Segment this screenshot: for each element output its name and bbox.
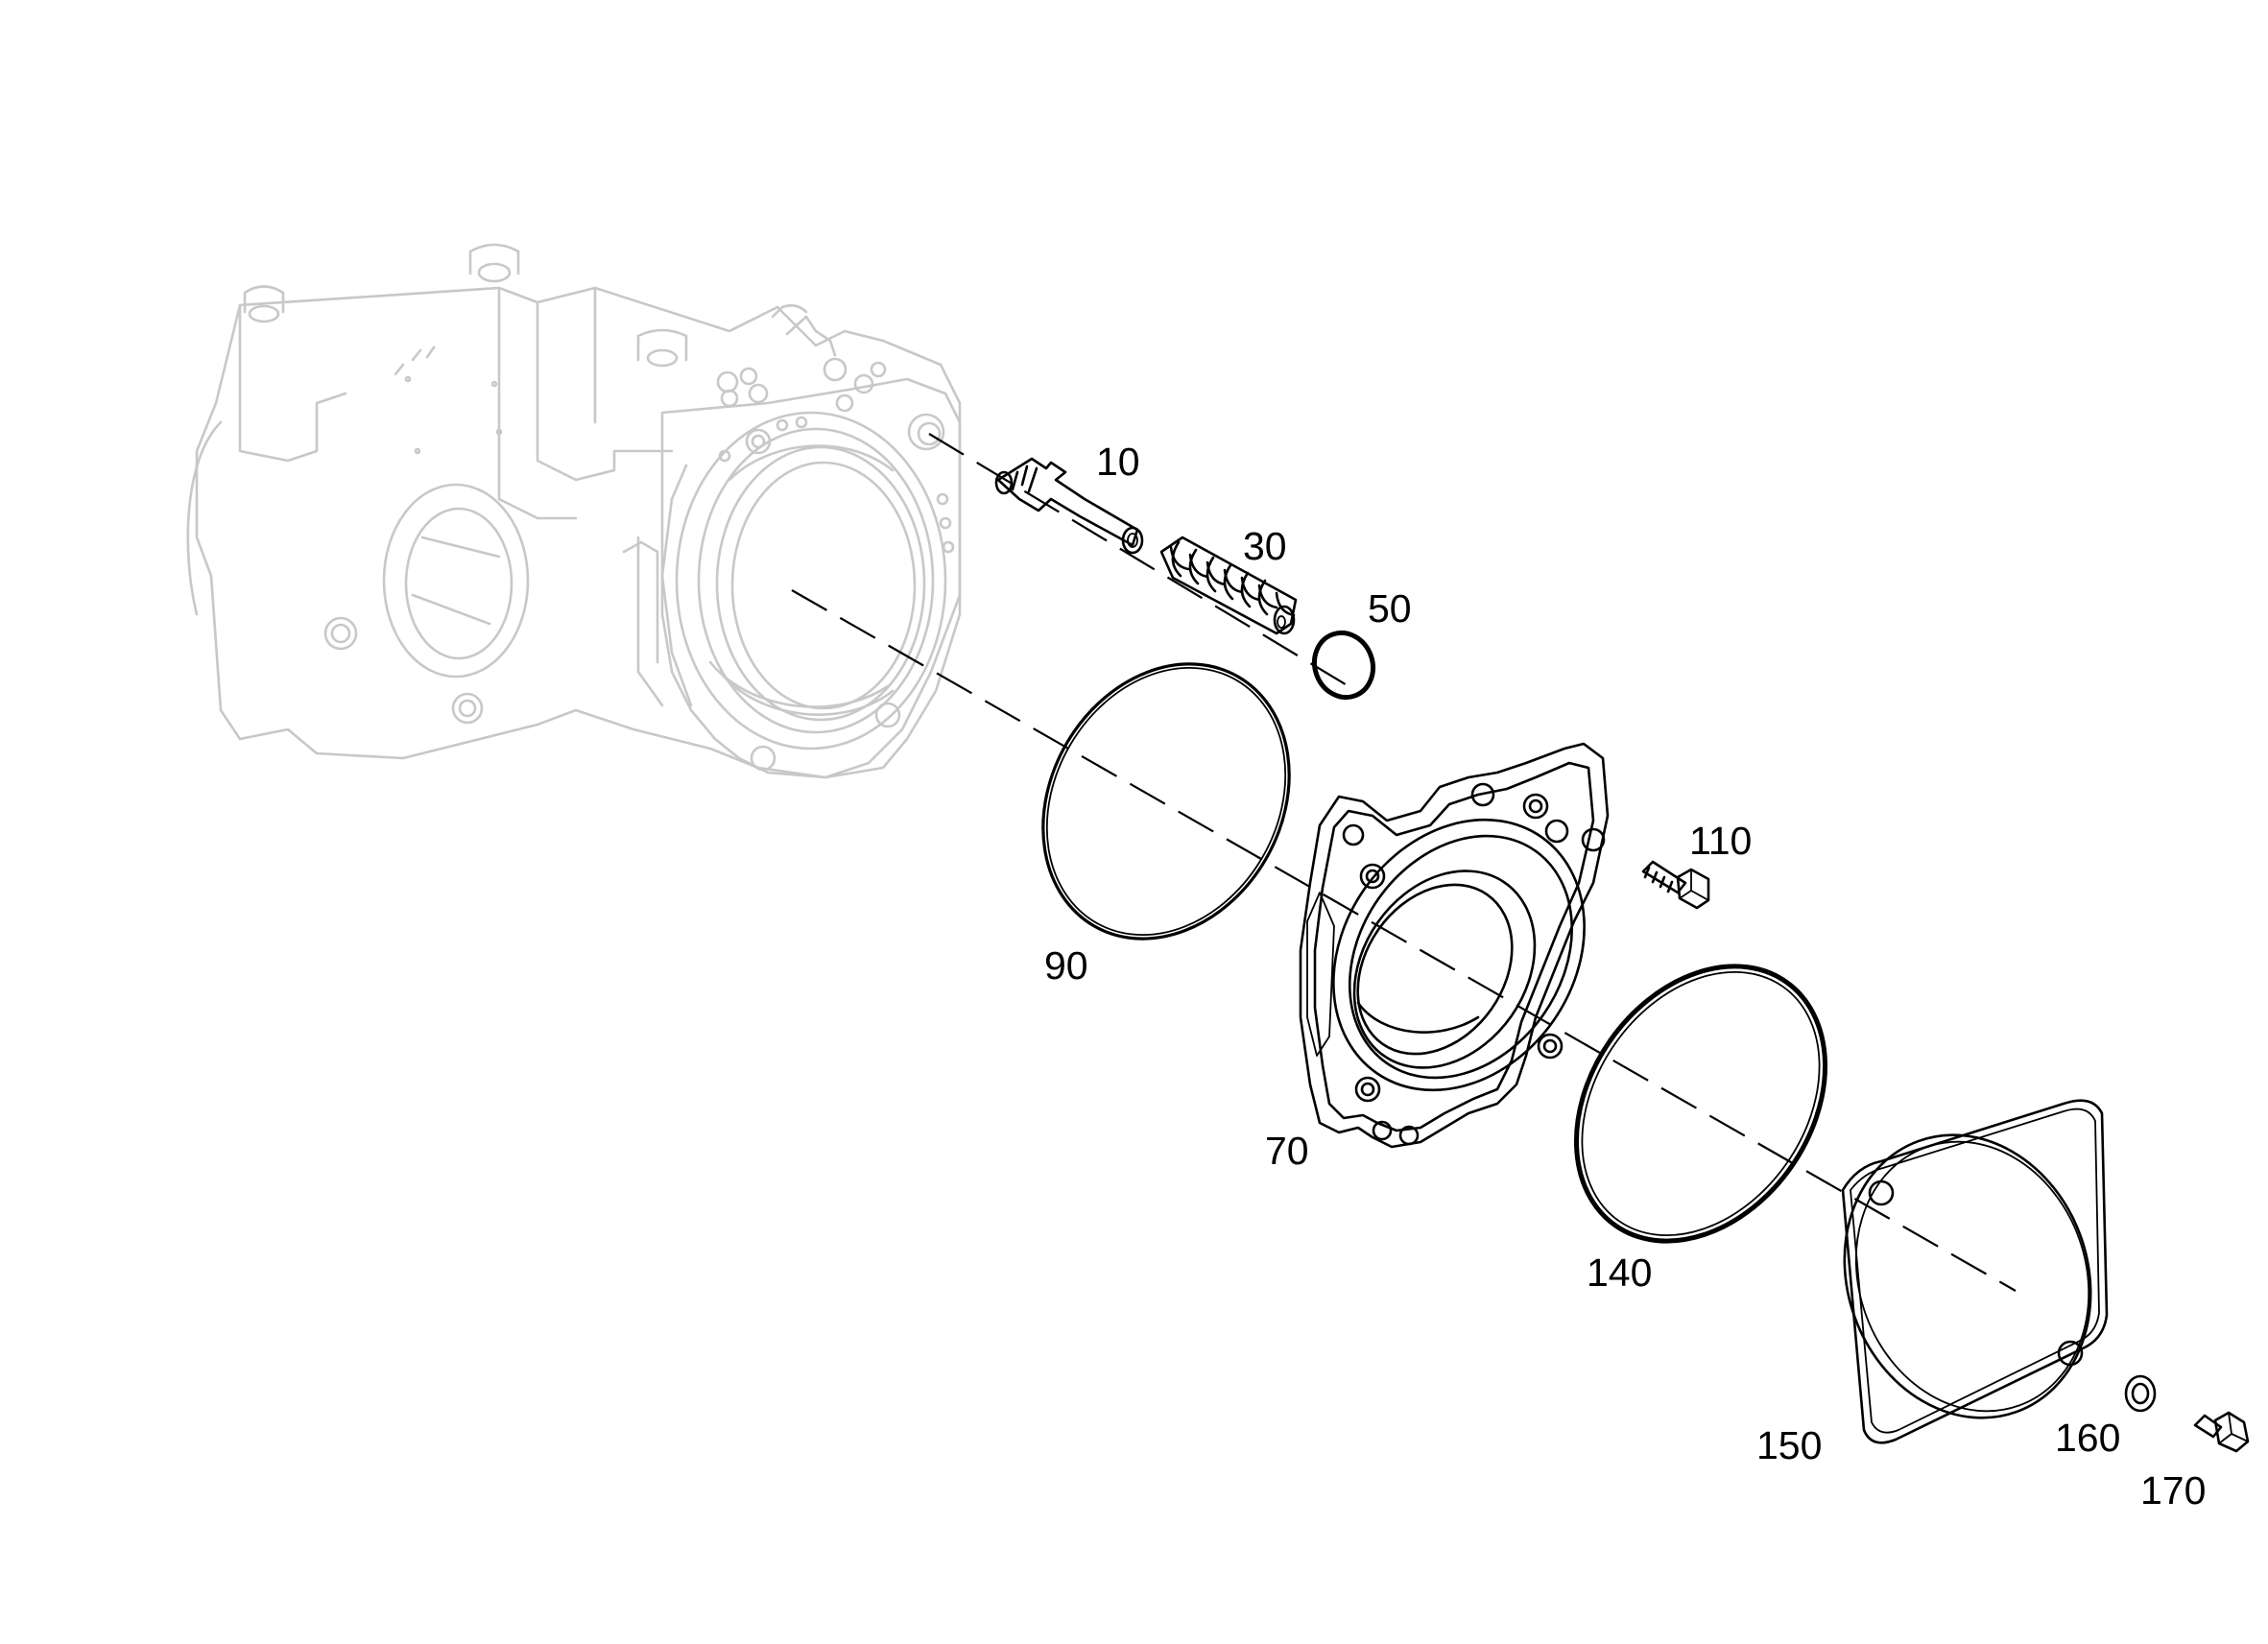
callout-90: 90 bbox=[1044, 943, 1088, 988]
assembly-axes bbox=[791, 433, 2017, 1292]
washer-part-160 bbox=[2124, 1374, 2157, 1413]
callout-70: 70 bbox=[1265, 1129, 1309, 1173]
o-ring-part-140 bbox=[1573, 964, 1828, 1244]
axis-line-valve bbox=[928, 433, 1354, 690]
callout-110: 110 bbox=[1689, 819, 1752, 863]
callout-160: 160 bbox=[2055, 1416, 2120, 1460]
axis-line-main bbox=[791, 589, 2017, 1292]
callout-150: 150 bbox=[1756, 1423, 1822, 1467]
callout-10: 10 bbox=[1096, 440, 1140, 484]
o-ring-part-90 bbox=[1041, 662, 1291, 941]
callout-170: 170 bbox=[2140, 1468, 2206, 1513]
gasket-plate-part-150 bbox=[1841, 1099, 2109, 1444]
bolt-part-110 bbox=[1641, 860, 1710, 910]
callout-labels: 10 30 50 90 110 70 140 150 160 170 bbox=[1044, 440, 2206, 1513]
callout-140: 140 bbox=[1587, 1251, 1652, 1295]
bolt-part-170 bbox=[2193, 1411, 2250, 1453]
cover-plate-part-70 bbox=[1299, 742, 1610, 1149]
callout-50: 50 bbox=[1368, 586, 1412, 631]
valve-spool-part-10 bbox=[994, 457, 1144, 555]
spring-part-30 bbox=[1159, 536, 1298, 635]
callout-30: 30 bbox=[1243, 524, 1287, 568]
transmission-housing bbox=[186, 243, 962, 779]
o-ring-part-50 bbox=[1312, 630, 1375, 701]
